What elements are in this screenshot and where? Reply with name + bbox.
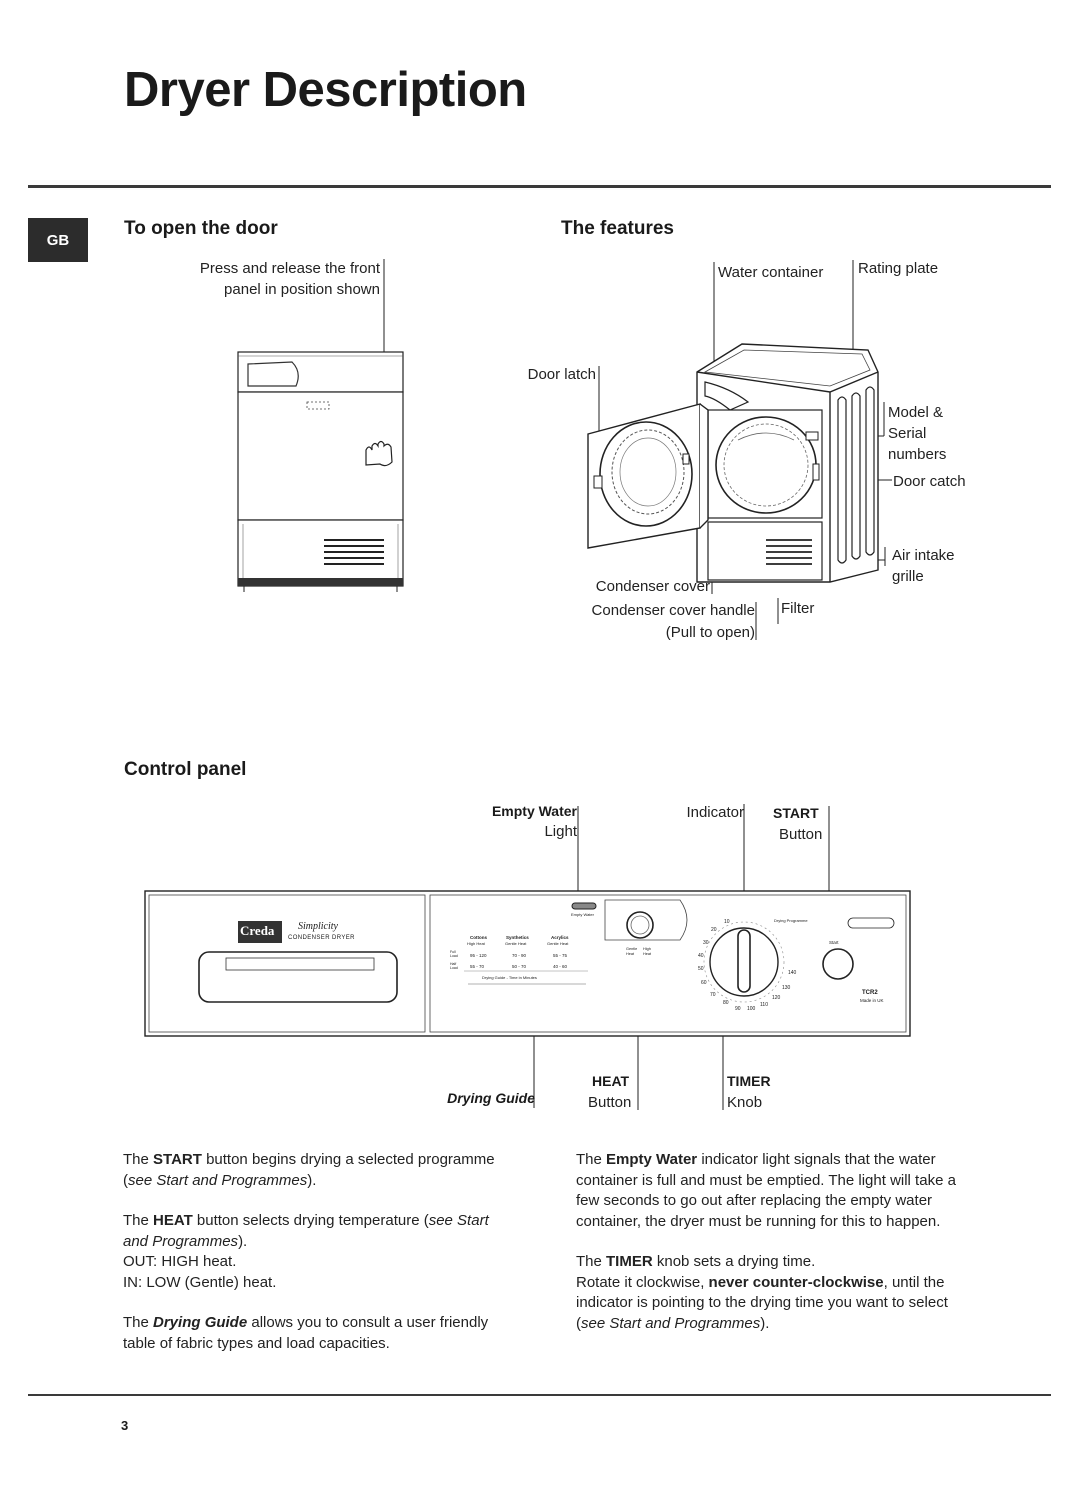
heat-description: The HEAT button selects drying temperatu…	[123, 1212, 489, 1250]
label-start-button: Button	[779, 826, 823, 843]
guide-half-load: Half Load	[450, 962, 458, 970]
dial-80: 80	[723, 1000, 729, 1006]
label-rating-plate: Rating plate	[858, 260, 939, 277]
guide-half-synthetics: 50 - 70	[512, 964, 527, 969]
dial-70: 70	[710, 992, 716, 998]
dryer-open-illustration	[587, 260, 892, 640]
label-drying-guide: Drying Guide	[447, 1090, 535, 1106]
guide-heat-3: Gentle Heat	[547, 941, 569, 946]
heat-out-line: OUT: HIGH heat.	[123, 1253, 237, 1270]
guide-description: The Drying Guide allows you to consult a…	[123, 1314, 489, 1352]
guide-full-load: Full Load	[450, 950, 458, 958]
features-heading: The features	[561, 218, 674, 239]
rotate-description: Rotate it clockwise, never counter-clock…	[576, 1273, 948, 1332]
dial-140: 140	[788, 970, 797, 976]
label-empty-water: Empty Water	[491, 803, 577, 819]
dial-40: 40	[698, 953, 704, 959]
door-heading: To open the door	[124, 218, 278, 239]
guide-heat-2: Gentle Heat	[505, 941, 527, 946]
panel-drying-programme: Drying Programme	[774, 918, 808, 923]
label-light: Light	[544, 823, 577, 840]
label-knob: Knob	[727, 1094, 763, 1111]
panel-model: TCR2	[862, 990, 878, 996]
page-number: 3	[121, 1418, 129, 1433]
description-right: The Empty Water indicator light signals …	[576, 1150, 981, 1334]
label-air-intake-line2: grille	[892, 568, 924, 585]
dial-90: 90	[735, 1006, 741, 1012]
heat-in-line: IN: LOW (Gentle) heat.	[123, 1273, 277, 1291]
guide-half-acrylics: 40 - 60	[553, 964, 568, 969]
label-door-catch: Door catch	[893, 473, 966, 490]
dial-130: 130	[782, 985, 791, 991]
panel-gentle-heat: Gentle Heat	[626, 947, 638, 956]
timer-description: The TIMER knob sets a drying time.	[576, 1253, 816, 1270]
dial-110: 110	[760, 1002, 768, 1008]
label-model-line2: Serial	[888, 425, 927, 442]
guide-half-cottons: 55 - 70	[470, 964, 485, 969]
guide-heat-1: High Heat	[467, 941, 485, 946]
region-badge: GB	[28, 218, 88, 262]
dial-20: 20	[711, 927, 717, 933]
guide-col-synthetics: Synthetics	[506, 935, 529, 940]
dial-30: 30	[703, 940, 709, 946]
dial-100: 100	[747, 1006, 756, 1012]
dryer-front-illustration	[237, 259, 404, 592]
empty-water-description: The Empty Water indicator light signals …	[576, 1151, 956, 1230]
page-title: Dryer Description	[124, 63, 527, 117]
panel-high-heat: High Heat	[643, 947, 652, 956]
label-condenser-cover: Condenser cover	[595, 578, 710, 595]
label-model-line3: numbers	[888, 446, 947, 463]
guide-col-acrylics: Acrylics	[551, 935, 569, 940]
guide-col-cottons: Cottons	[470, 935, 487, 940]
description-left: The START button begins drying a selecte…	[123, 1150, 498, 1354]
panel-brand: Creda	[240, 923, 275, 938]
guide-full-acrylics: 55 - 75	[553, 953, 568, 958]
label-indicator: Indicator	[686, 804, 744, 821]
label-air-intake-line1: Air intake	[892, 547, 955, 564]
dial-60: 60	[701, 980, 707, 986]
label-model-line1: Model &	[888, 404, 944, 421]
door-instruction-line1: Press and release the front	[199, 260, 380, 277]
guide-full-cottons: 95 - 120	[470, 953, 487, 958]
label-condenser-cover-handle: Condenser cover handle	[591, 602, 755, 619]
label-filter: Filter	[781, 600, 815, 617]
control-heading: Control panel	[124, 759, 247, 780]
footer-divider	[28, 1394, 1051, 1396]
door-instruction-line2: panel in position shown	[224, 281, 380, 298]
panel-start-small: Start	[829, 940, 839, 945]
guide-full-synthetics: 70 - 90	[512, 953, 527, 958]
label-timer: TIMER	[727, 1073, 771, 1089]
label-heat: HEAT	[592, 1073, 630, 1089]
label-door-latch: Door latch	[527, 366, 596, 383]
label-start: START	[773, 805, 819, 821]
panel-empty-water-small: Empty Water	[571, 912, 594, 917]
dial-120: 120	[772, 995, 781, 1001]
control-panel-illustration	[144, 804, 911, 1110]
guide-caption: Drying Guide - Time in Minutes	[482, 975, 537, 980]
panel-simplicity: Simplicity	[298, 921, 338, 932]
label-pull-to-open: (Pull to open)	[665, 624, 755, 641]
panel-made-in: Made in UK	[860, 998, 884, 1003]
start-description: The START button begins drying a selecte…	[123, 1151, 495, 1189]
dial-10: 10	[724, 919, 730, 925]
panel-condenser-dryer: CONDENSER DRYER	[288, 935, 355, 941]
label-water-container: Water container	[718, 264, 824, 281]
label-heat-button: Button	[588, 1094, 632, 1111]
header-divider	[28, 185, 1051, 188]
dial-50: 50	[698, 966, 704, 972]
